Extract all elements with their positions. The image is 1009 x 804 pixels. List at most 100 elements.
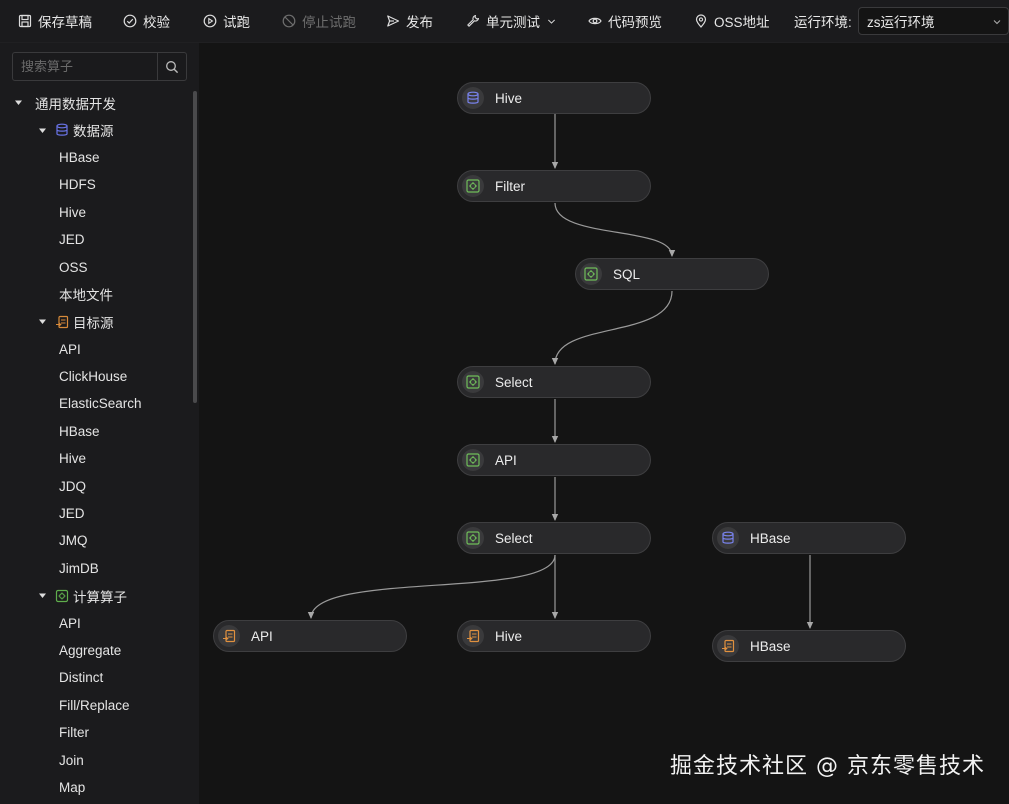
send-icon <box>387 15 400 27</box>
operator-sidebar: 通用数据开发 数据源 HBase HDFS Hive JED OSS 本地文件 … <box>0 43 199 804</box>
tree-item[interactable]: JED <box>59 232 85 248</box>
tree-item[interactable]: ClickHouse <box>59 369 128 385</box>
oss-address-button[interactable]: OSS地址 <box>694 0 770 42</box>
node-label: Select <box>495 530 533 546</box>
target-icon <box>218 625 240 647</box>
tree-item[interactable]: API <box>59 615 81 631</box>
chevron-down-icon <box>547 19 556 24</box>
location-pin-icon <box>695 14 707 28</box>
compute-icon <box>580 263 602 285</box>
save-draft-button[interactable]: 保存草稿 <box>18 0 92 42</box>
search-button[interactable] <box>157 53 186 80</box>
dag-node-select[interactable]: Select <box>457 366 651 398</box>
node-label: Hive <box>495 628 523 644</box>
dag-node-sql[interactable]: SQL <box>575 258 769 290</box>
tree-item[interactable]: JED <box>59 506 85 522</box>
save-icon <box>18 14 32 28</box>
search-icon <box>166 60 179 73</box>
dag-node-hbase-source[interactable]: HBase <box>712 522 906 554</box>
compute-icon <box>462 175 484 197</box>
toolbar: 保存草稿 校验 试跑 停止试跑 发布 单元测试 代码预览 OSS地址 运行环境:… <box>0 0 1009 43</box>
dag-node-select-2[interactable]: Select <box>457 522 651 554</box>
sidebar-scrollbar[interactable] <box>193 91 197 403</box>
tree-group-datasource[interactable]: 数据源 <box>0 116 192 143</box>
operator-tree: 通用数据开发 数据源 HBase HDFS Hive JED OSS 本地文件 … <box>0 89 192 801</box>
tree-item[interactable]: 本地文件 <box>59 288 113 304</box>
tree-item[interactable]: Join <box>59 752 84 768</box>
publish-label: 发布 <box>406 15 433 30</box>
stop-trial-run-label: 停止试跑 <box>302 15 356 30</box>
tree-group-compute[interactable]: 计算算子 <box>0 582 192 609</box>
tree-item[interactable]: Fill/Replace <box>59 697 130 713</box>
validate-button[interactable]: 校验 <box>123 0 170 42</box>
node-label: API <box>251 628 273 644</box>
node-label: API <box>495 452 517 468</box>
tree-item[interactable]: OSS <box>59 259 88 275</box>
trial-run-button[interactable]: 试跑 <box>203 0 250 42</box>
trial-run-label: 试跑 <box>223 15 250 30</box>
eye-icon <box>588 17 602 25</box>
database-icon <box>462 87 484 109</box>
stop-trial-run-button[interactable]: 停止试跑 <box>282 0 356 42</box>
dag-node-api-target[interactable]: API <box>213 620 407 652</box>
tree-item[interactable]: Aggregate <box>59 643 122 658</box>
publish-button[interactable]: 发布 <box>386 0 433 42</box>
tree-item[interactable]: Distinct <box>59 670 104 686</box>
operator-search <box>12 52 187 81</box>
tree-group-label: 目标源 <box>73 315 114 331</box>
node-label: Filter <box>495 178 525 194</box>
tree-root[interactable]: 通用数据开发 <box>0 89 192 116</box>
check-circle-icon <box>123 14 137 28</box>
oss-address-label: OSS地址 <box>714 15 770 30</box>
compute-icon <box>462 371 484 393</box>
dag-node-hive-source[interactable]: Hive <box>457 82 651 114</box>
tree-item[interactable]: Hive <box>59 451 87 467</box>
tree-item[interactable]: Filter <box>59 725 89 741</box>
code-preview-button[interactable]: 代码预览 <box>588 0 662 42</box>
tree-item[interactable]: HBase <box>59 149 100 165</box>
target-icon <box>462 625 484 647</box>
save-draft-label: 保存草稿 <box>38 15 92 30</box>
dag-node-hive-target[interactable]: Hive <box>457 620 651 652</box>
node-label: Hive <box>495 90 523 106</box>
dag-node-hbase-target[interactable]: HBase <box>712 630 906 662</box>
search-input[interactable] <box>13 53 157 80</box>
env-label: 运行环境: <box>794 15 852 30</box>
node-label: HBase <box>750 638 791 654</box>
node-label: SQL <box>613 266 641 282</box>
tree-group-label: 计算算子 <box>73 589 127 605</box>
dag-node-filter[interactable]: Filter <box>457 170 651 202</box>
code-preview-label: 代码预览 <box>608 15 662 30</box>
caret-down-icon <box>39 593 46 599</box>
tree-group-target[interactable]: 目标源 <box>0 308 192 335</box>
dag-canvas[interactable] <box>199 43 1009 804</box>
compute-icon <box>462 449 484 471</box>
caret-down-icon <box>39 319 46 325</box>
tree-item[interactable]: JDQ <box>59 478 86 494</box>
tree-item[interactable]: API <box>59 341 81 357</box>
tree-item[interactable]: Map <box>59 779 86 795</box>
env-select-value: zs运行环境 <box>867 15 935 30</box>
caret-down-icon <box>15 100 22 106</box>
tree-item[interactable]: HDFS <box>59 177 96 193</box>
dag-node-api-compute[interactable]: API <box>457 444 651 476</box>
node-label: Select <box>495 374 533 390</box>
compute-icon <box>462 527 484 549</box>
env-select[interactable]: zs运行环境 <box>858 7 1009 35</box>
watermark: 掘金技术社区 @ 京东零售技术 <box>670 754 985 779</box>
stop-circle-icon <box>282 14 296 28</box>
validate-label: 校验 <box>143 15 170 30</box>
play-circle-icon <box>203 14 217 28</box>
unit-test-label: 单元测试 <box>486 15 540 30</box>
tree-root-label: 通用数据开发 <box>35 96 116 112</box>
database-icon <box>717 527 739 549</box>
tree-item[interactable]: ElasticSearch <box>59 396 142 412</box>
caret-down-icon <box>39 128 46 133</box>
tree-item[interactable]: JMQ <box>59 533 88 549</box>
tree-item[interactable]: HBase <box>59 423 100 439</box>
compute-icon <box>55 589 69 602</box>
tree-item[interactable]: Hive <box>59 204 87 220</box>
tree-item[interactable]: JimDB <box>59 560 99 576</box>
unit-test-dropdown[interactable]: 单元测试 <box>466 0 557 42</box>
node-label: HBase <box>750 530 791 546</box>
